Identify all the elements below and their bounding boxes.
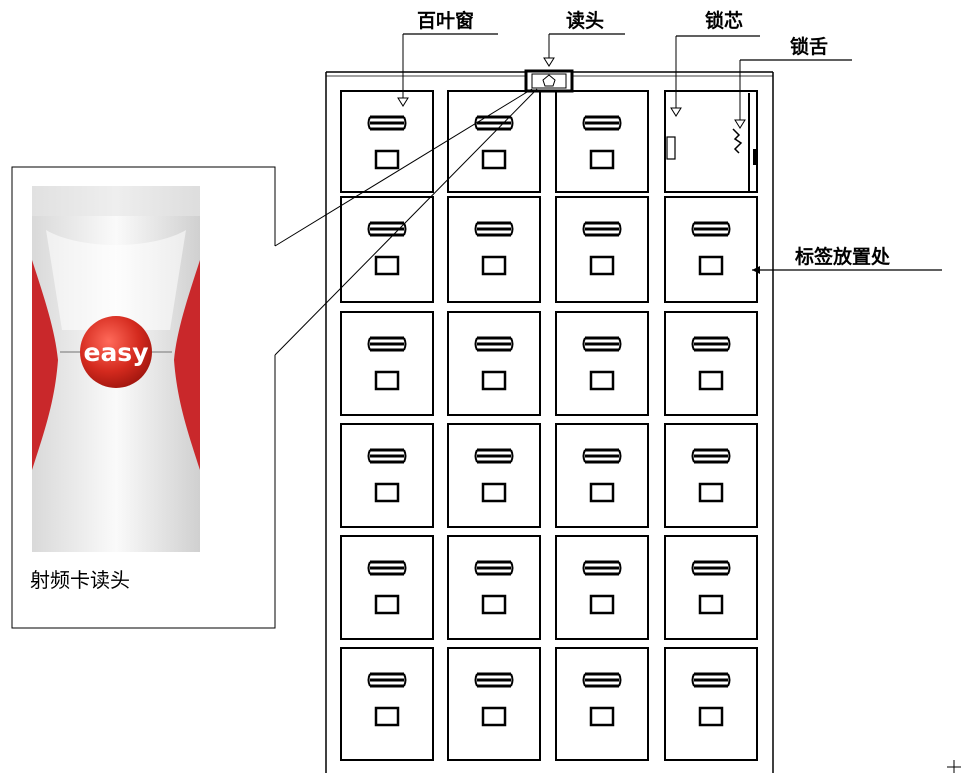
label-tag-area: 标签放置处 [795,245,891,268]
tag-holder-icon [698,482,724,503]
label-reader-group: 读头 [543,9,625,67]
tag-holder-icon [374,482,400,503]
louver-icon [367,336,407,352]
easy-logo-text: easy [83,338,148,367]
door-grid [340,90,758,761]
cross-mark-icon [947,760,961,773]
tag-holder-icon [698,255,724,276]
louver-icon [582,560,622,576]
label-latch: 锁舌 [790,35,828,58]
tag-holder-icon [374,255,400,276]
locker-door [447,423,541,528]
locker-door [447,535,541,640]
locker-door [447,196,541,303]
tag-holder-icon [481,370,507,391]
louver-icon [691,221,731,237]
tag-holder-icon [589,370,615,391]
locker-door [340,647,434,761]
locker-door [555,196,649,303]
louver-icon [691,672,731,688]
label-louver: 百叶窗 [417,9,474,32]
tag-holder-icon [481,255,507,276]
reader-head-icon [524,69,574,93]
tag-holder-icon [589,482,615,503]
locker-door [555,423,649,528]
locker-door [340,311,434,416]
louver-icon [474,221,514,237]
locker-door [664,90,758,193]
tag-holder-icon [374,706,400,727]
louver-icon [691,560,731,576]
inset-frame [11,166,276,629]
locker-door [664,647,758,761]
louver-icon [367,672,407,688]
locker-door [447,90,541,193]
locker-door [664,535,758,640]
louver-icon [582,672,622,688]
locker-door [664,196,758,303]
tag-holder-icon [374,370,400,391]
tag-holder-icon [589,594,615,615]
louver-icon [367,115,407,131]
louver-icon [367,560,407,576]
louver-icon [367,448,407,464]
tag-holder-icon [589,255,615,276]
louver-icon [474,336,514,352]
locker-door [555,90,649,193]
louver-icon [582,221,622,237]
tag-holder-icon [374,149,400,170]
louver-icon [582,336,622,352]
louver-icon [691,336,731,352]
tag-holder-icon [698,706,724,727]
label-lock-core: 锁芯 [705,9,743,32]
locker-door [340,196,434,303]
tag-holder-icon [698,594,724,615]
locker-door [447,311,541,416]
tag-holder-icon [589,706,615,727]
louver-icon [474,448,514,464]
tag-holder-icon [481,706,507,727]
label-lock-core-group: 锁芯 [670,9,760,117]
label-tag-area-group: 标签放置处 [752,245,942,274]
louver-icon [367,221,407,237]
tag-holder-icon [698,370,724,391]
callout-lines [274,88,538,356]
locker-door [664,423,758,528]
inset-caption: 射频卡读头 [30,568,130,592]
locker-door [340,423,434,528]
tag-holder-icon [589,149,615,170]
locker-door [447,647,541,761]
rfid-reader-photo: easy [32,186,200,552]
label-louver-group: 百叶窗 [397,9,498,107]
tag-holder-icon [481,594,507,615]
easy-button-icon [80,316,152,388]
tag-holder-icon [481,149,507,170]
locker-door [555,647,649,761]
locker-door [555,311,649,416]
tag-holder-icon [374,594,400,615]
tag-holder-icon [481,482,507,503]
louver-icon [582,115,622,131]
locker-door [340,90,434,193]
locker-door [664,311,758,416]
label-reader: 读头 [566,9,604,32]
locker-door [555,535,649,640]
locker-door [340,535,434,640]
louver-icon [474,672,514,688]
louver-icon [691,448,731,464]
louver-icon [474,560,514,576]
louver-icon [582,448,622,464]
label-latch-group: 锁舌 [734,35,852,129]
